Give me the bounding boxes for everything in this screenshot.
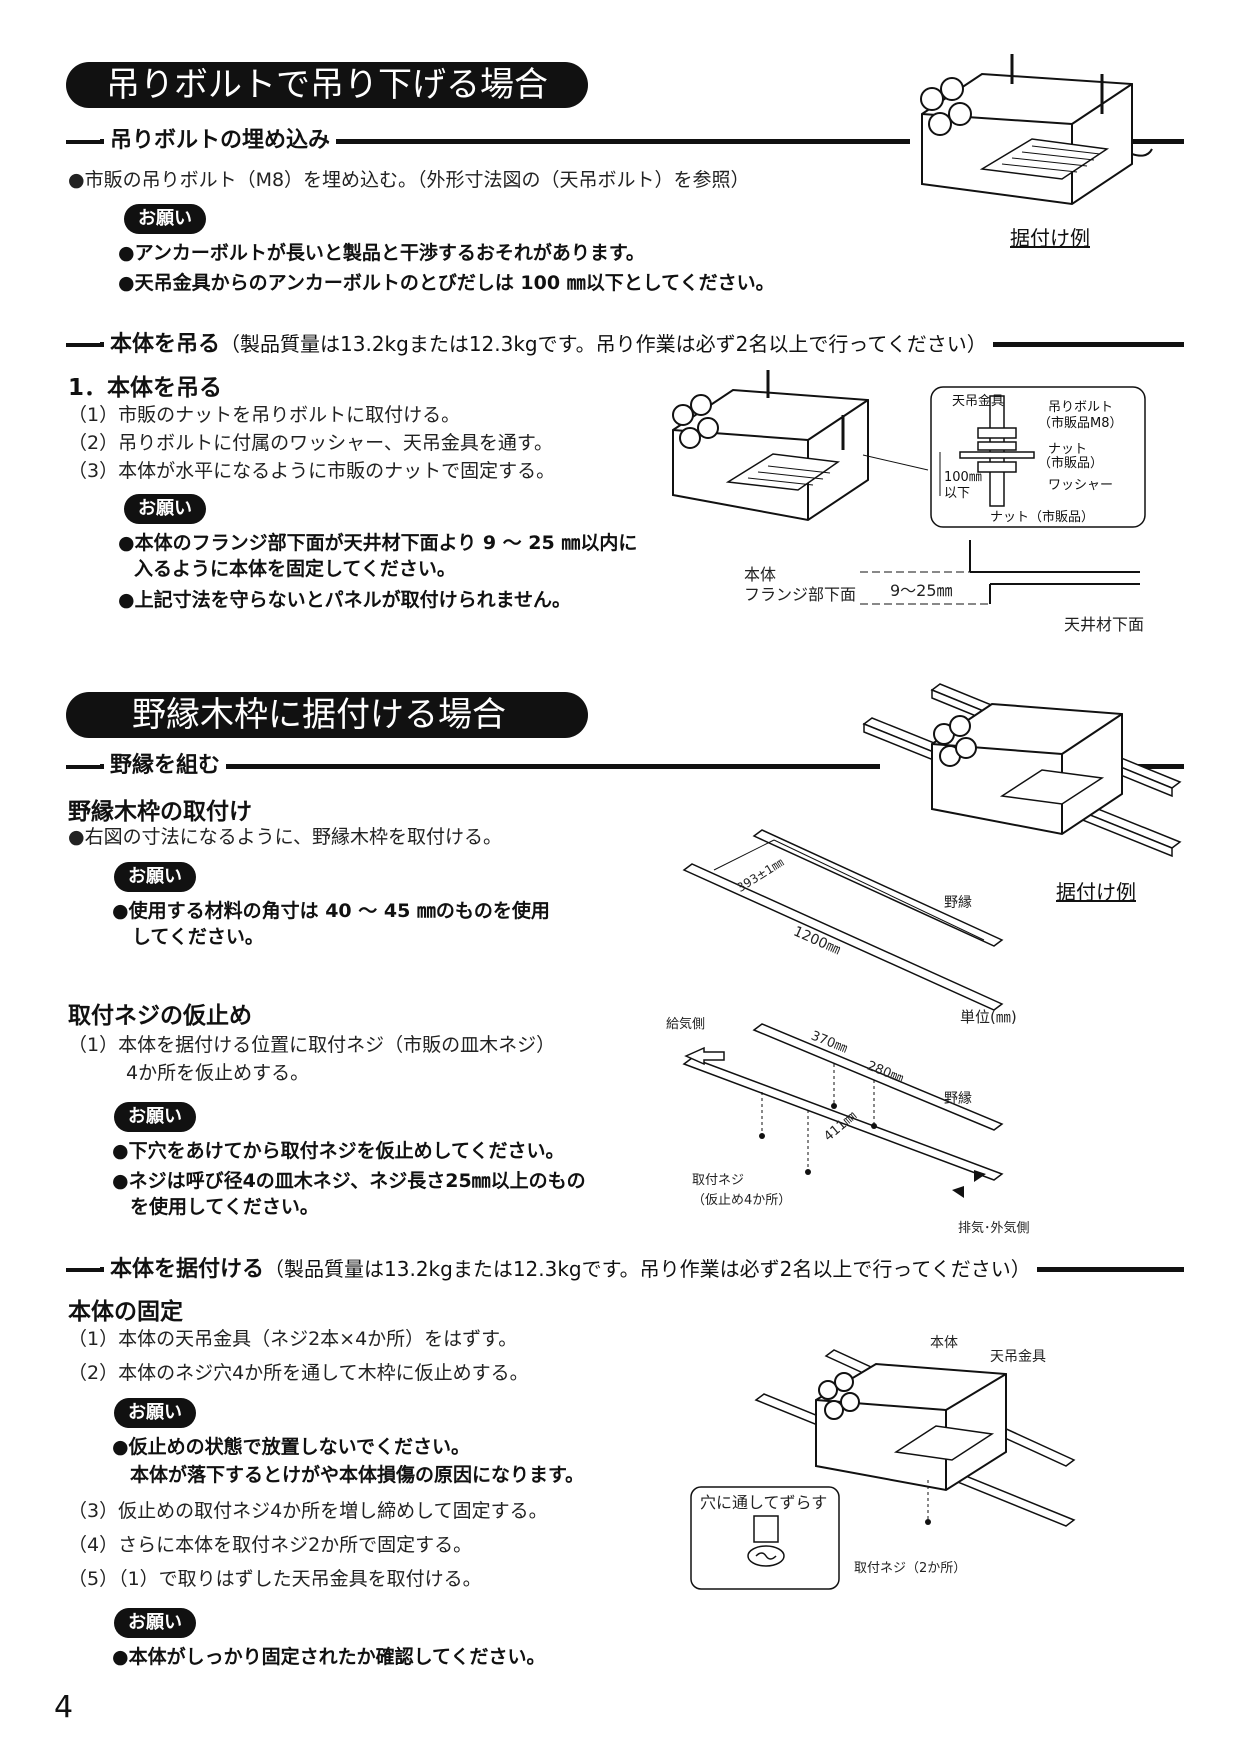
detail-nut2: （市販品） bbox=[1038, 456, 1104, 471]
screwfig-exhaust: 排気･外気側 bbox=[958, 1221, 1030, 1236]
detail-nut: ナット bbox=[1048, 442, 1088, 457]
sub1-line: ●市販の吊りボルト（M8）を埋め込む。（外形寸法図の（天吊ボルト）を参照） bbox=[68, 169, 750, 191]
fixfig-body: 本体 bbox=[930, 1335, 958, 1351]
detail-bolt2: （市販品M8） bbox=[1038, 416, 1123, 431]
bolt-detail bbox=[930, 386, 1146, 528]
note: ●アンカーボルトが長いと製品と干渉するおそれがあります。 bbox=[118, 242, 645, 264]
sub1-title: 吊りボルトの埋め込み bbox=[104, 126, 337, 156]
screw-step: 4か所を仮止めする。 bbox=[126, 1062, 310, 1084]
note: ●仮止めの状態で放置しないでください。 bbox=[112, 1436, 471, 1458]
sub4-title-text: 本体を据付ける bbox=[110, 1257, 265, 1282]
screwfig-noen: 野縁 bbox=[944, 1091, 972, 1107]
note: ●本体のフランジ部下面が天井材下面より 9 ～ 25 ㎜以内に bbox=[118, 532, 638, 554]
note: ●ネジは呼び径4の皿木ネジ、ネジ長さ25㎜以上のもの bbox=[112, 1170, 586, 1192]
screw-diagram bbox=[682, 1023, 1004, 1198]
fixfig-screw: 取付ネジ（2か所） bbox=[854, 1561, 967, 1576]
onegai-badge: お願い bbox=[124, 204, 206, 234]
detail-dim2: 以下 bbox=[944, 486, 971, 501]
detail-kanagu: 天吊金具 bbox=[952, 394, 1005, 409]
flange-diagram bbox=[860, 540, 1140, 605]
sub1-rule bbox=[100, 139, 910, 144]
section1-title: 吊りボルトで吊り下げる場合 bbox=[66, 62, 588, 108]
note: 入るように本体を固定してください。 bbox=[134, 558, 456, 580]
detail-dim1: 100㎜ bbox=[944, 470, 982, 485]
note: ●本体がしっかり固定されたか確認してください。 bbox=[112, 1646, 546, 1668]
sub3-leader bbox=[66, 765, 100, 769]
frame-diagram bbox=[682, 829, 1004, 1011]
screw-heading: 取付ネジの仮止め bbox=[68, 1003, 252, 1029]
onegai-badge: お願い bbox=[114, 1102, 196, 1132]
fix-step: （5）（1）で取りはずした天吊金具を取付ける。 bbox=[68, 1568, 482, 1590]
sub3-title: 野縁を組む bbox=[104, 751, 227, 781]
note: してください。 bbox=[132, 926, 264, 948]
fixfig-kanagu: 天吊金具 bbox=[990, 1349, 1046, 1365]
ceiling-label: 天井材下面 bbox=[1064, 615, 1145, 634]
unit-illustration-2 bbox=[672, 370, 929, 522]
note: ●下穴をあけてから取付ネジを仮止めしてください。 bbox=[112, 1140, 565, 1162]
sub2-leader bbox=[66, 343, 100, 347]
flange-label-2: フランジ部下面 bbox=[744, 585, 857, 604]
fix-step: （3）仮止めの取付ネジ4か所を増し締めして固定する。 bbox=[68, 1500, 548, 1522]
unit-illustration-1 bbox=[920, 54, 1153, 206]
unit-illustration-3 bbox=[862, 683, 1182, 858]
note: を使用してください。 bbox=[130, 1196, 319, 1218]
detail-labels: 天吊金具 吊りボルト （市販品M8） ナット （市販品） ワッシャー 100㎜ … bbox=[930, 386, 1146, 528]
note: ●上記寸法を守らないとパネルが取付けられません。 bbox=[118, 589, 572, 611]
onegai-badge: お願い bbox=[114, 1398, 196, 1428]
fix-step: （4）さらに本体を取付ネジ2か所で固定する。 bbox=[68, 1534, 473, 1556]
flange-dim: 9～25㎜ bbox=[890, 581, 953, 600]
flange-label-1: 本体 bbox=[744, 565, 777, 584]
sub2-title-text: 本体を吊る bbox=[110, 332, 221, 357]
note: 本体が落下するとけがや本体損傷の原因になります。 bbox=[130, 1464, 585, 1486]
hole-detail-box bbox=[690, 1486, 840, 1590]
onegai-badge: お願い bbox=[114, 1608, 196, 1638]
screwfig-supply: 給気側 bbox=[666, 1017, 706, 1032]
sub4-leader bbox=[66, 1268, 100, 1272]
page-number: 4 bbox=[54, 1690, 74, 1725]
step: （2）吊りボルトに付属のワッシャー、天吊金具を通す。 bbox=[68, 432, 553, 454]
sub3-rule-right bbox=[1120, 764, 1184, 769]
sub4-title: 本体を据付ける（製品質量は13.2kgまたは12.3kgです。吊り作業は必ず2名… bbox=[104, 1254, 1037, 1285]
frame-noen: 野縁 bbox=[944, 895, 972, 911]
onegai-badge: お願い bbox=[114, 862, 196, 892]
detail-washer: ワッシャー bbox=[1048, 478, 1114, 493]
sub2-title-note: （製品質量は13.2kgまたは12.3kgです。吊り作業は必ず2名以上で行ってく… bbox=[220, 332, 987, 356]
step: （1）市販のナットを吊りボルトに取付ける。 bbox=[68, 404, 461, 426]
detail-bolt: 吊りボルト bbox=[1048, 400, 1114, 415]
sub1-rule-right bbox=[1118, 139, 1184, 144]
fix-heading: 本体の固定 bbox=[68, 1299, 183, 1325]
step-heading: 1．本体を吊る bbox=[68, 375, 223, 401]
note: ●使用する材料の角寸は 40 ～ 45 ㎜のものを使用 bbox=[112, 900, 550, 922]
install-example-caption-2: 据付け例 bbox=[1056, 880, 1136, 904]
detail-nut-bottom: ナット（市販品） bbox=[990, 510, 1095, 525]
screwfig-screw1: 取付ネジ bbox=[692, 1173, 745, 1188]
screw-step: （1）本体を据付ける位置に取付ネジ（市販の皿木ネジ） bbox=[68, 1034, 556, 1056]
section2-title: 野縁木枠に据付ける場合 bbox=[66, 692, 588, 738]
sub3-rule bbox=[100, 764, 880, 769]
sub4-title-note: （製品質量は13.2kgまたは12.3kgです。吊り作業は必ず2名以上で行ってく… bbox=[264, 1257, 1031, 1281]
step: （3）本体が水平になるように市販のナットで固定する。 bbox=[68, 460, 556, 482]
frame-heading: 野縁木枠の取付け bbox=[68, 799, 252, 825]
frame-unit: 単位(㎜) bbox=[960, 1008, 1017, 1026]
onegai-badge: お願い bbox=[124, 494, 206, 524]
fix-step: （1）本体の天吊金具（ネジ2本×4か所）をはずす。 bbox=[68, 1328, 518, 1350]
fix-step: （2）本体のネジ穴4か所を通して木枠に仮止めする。 bbox=[68, 1362, 529, 1384]
screwfig-screw2: （仮止め4か所） bbox=[692, 1193, 792, 1208]
fixfig-hole: 穴に通してずらす bbox=[700, 1493, 828, 1512]
note: ●天吊金具からのアンカーボルトのとびだしは 100 ㎜以下としてください。 bbox=[118, 272, 775, 294]
frame-line: ●右図の寸法になるように、野縁木枠を取付ける。 bbox=[68, 826, 503, 848]
sub1-leader bbox=[66, 140, 100, 144]
fix-diagram bbox=[754, 1349, 1076, 1527]
sub2-title: 本体を吊る（製品質量は13.2kgまたは12.3kgです。吊り作業は必ず2名以上… bbox=[104, 329, 993, 360]
install-example-caption: 据付け例 bbox=[1010, 226, 1090, 250]
